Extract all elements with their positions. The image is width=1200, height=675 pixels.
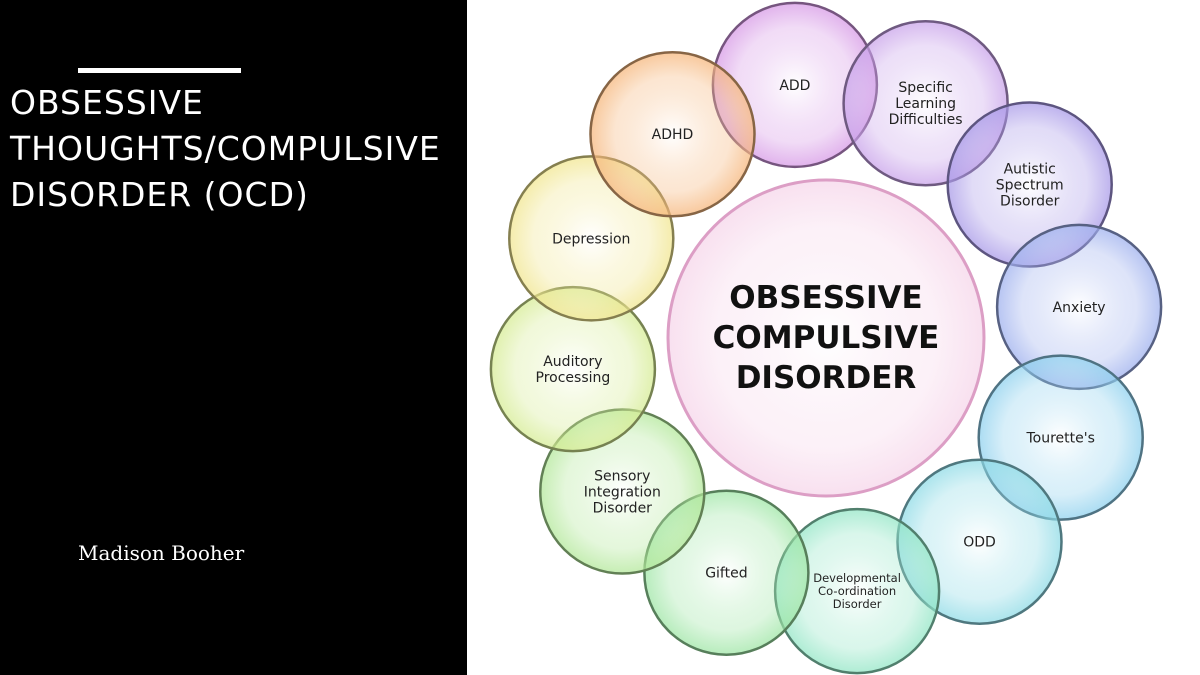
title-accent-rule <box>78 68 241 73</box>
condition-label: ADHD <box>652 127 694 143</box>
condition-circle <box>589 51 756 218</box>
condition-label: Tourette's <box>1025 431 1094 447</box>
condition-label: ODD <box>963 535 996 551</box>
condition-label: ADD <box>779 78 810 94</box>
title-panel: OBSESSIVE THOUGHTS/COMPULSIVE DISORDER (… <box>0 0 467 675</box>
condition-label: Anxiety <box>1053 300 1106 316</box>
center-circle <box>666 178 986 498</box>
condition-node: ADHD <box>589 51 756 218</box>
condition-label: Gifted <box>705 566 747 582</box>
condition-label: Depression <box>552 231 630 247</box>
slide-title: OBSESSIVE THOUGHTS/COMPULSIVE DISORDER (… <box>10 83 441 214</box>
author-name: Madison Booher <box>78 541 245 565</box>
